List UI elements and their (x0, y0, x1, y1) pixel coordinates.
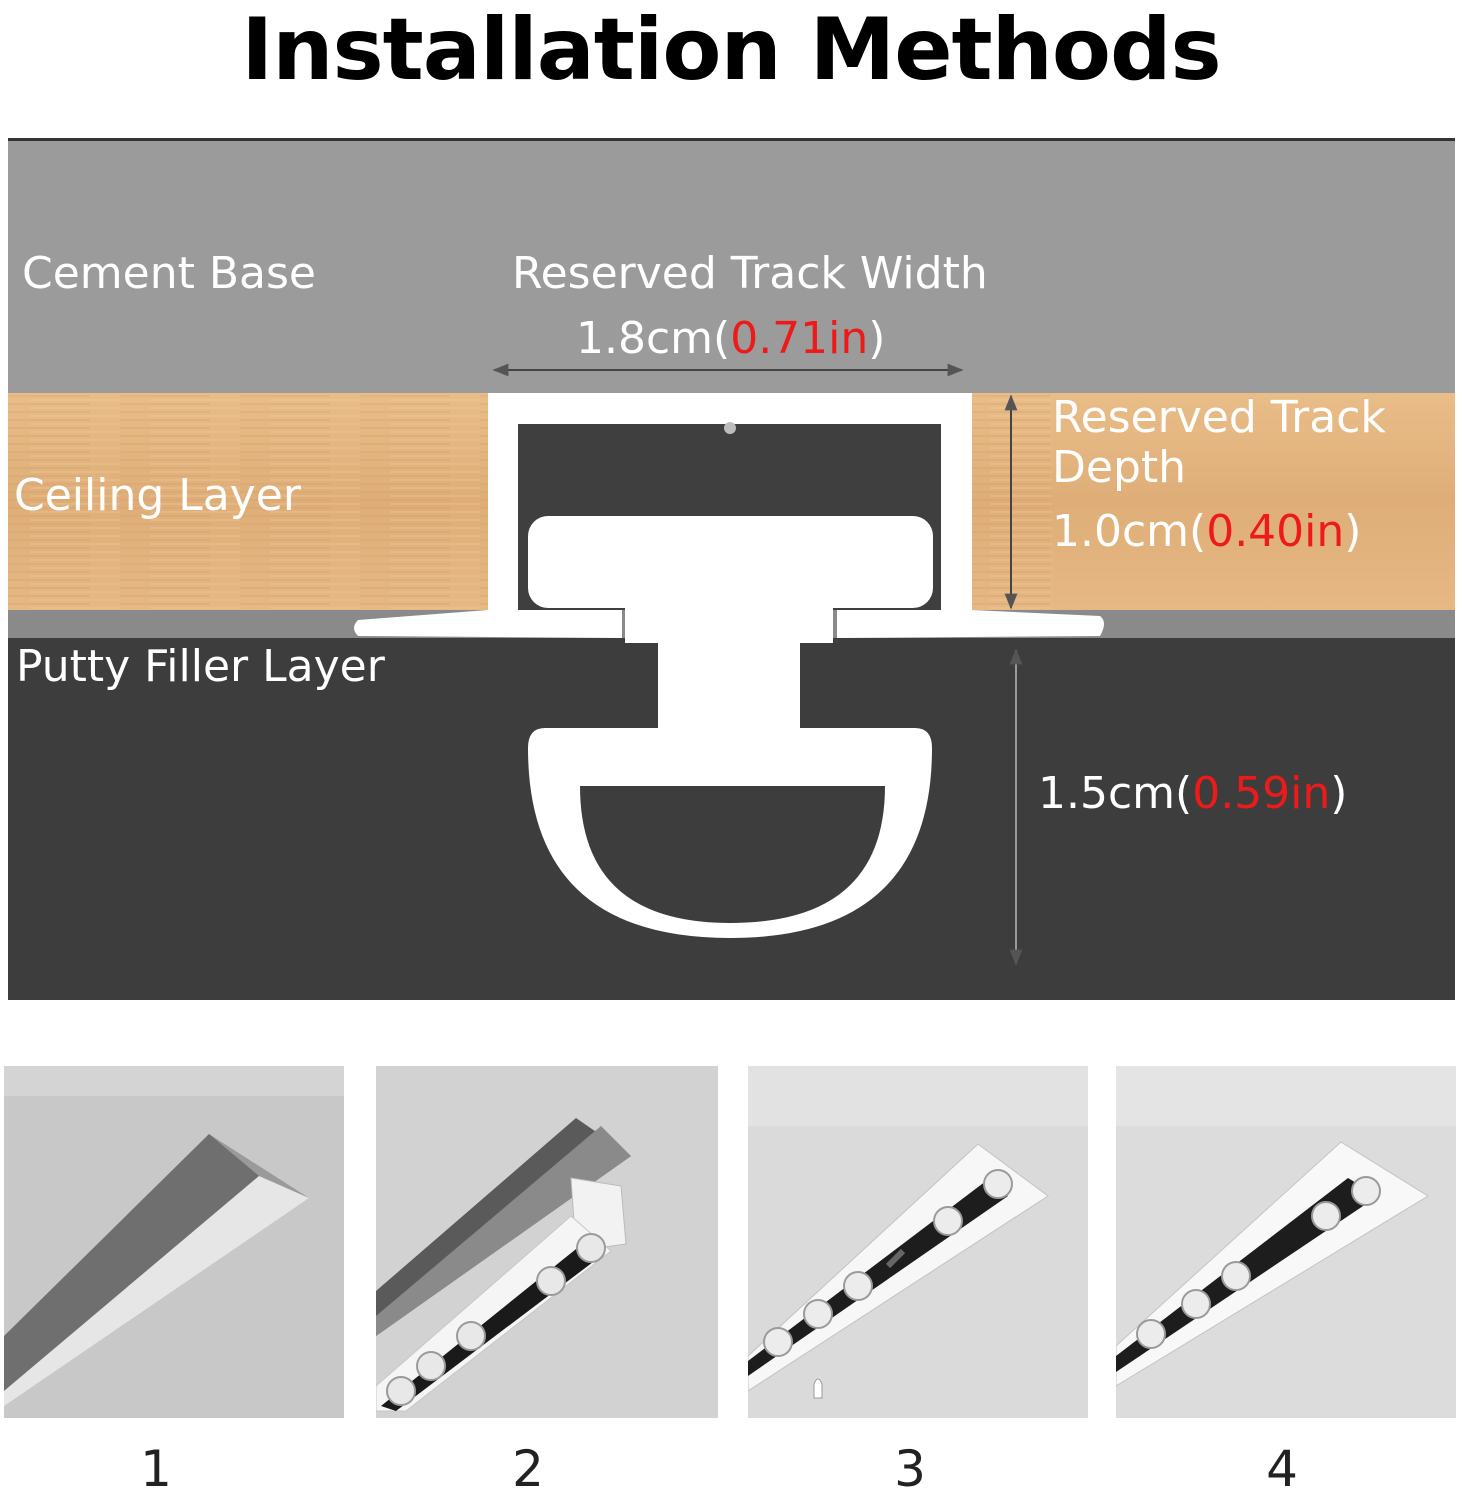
ceiling-layer-label: Ceiling Layer (14, 470, 302, 521)
step-4-finished-panel (1116, 1066, 1456, 1418)
width-value: 1.8cm(0.71in) (576, 313, 885, 364)
step-2-number: 2 (512, 1440, 544, 1498)
roller-gliders (386, 1233, 606, 1406)
depth-value-cm: 1.0cm( (1052, 506, 1206, 557)
roller-gliders (1136, 1176, 1381, 1349)
hook-value-in: 0.59in (1192, 768, 1330, 819)
page-title: Installation Methods (241, 0, 1221, 100)
hook-value: 1.5cm(0.59in) (1038, 768, 1347, 819)
hook-value-close: ) (1330, 768, 1347, 819)
cement-base-layer (8, 141, 1455, 393)
width-value-in: 0.71in (730, 313, 868, 364)
roller-gliders (763, 1169, 1013, 1357)
frame-top-line (8, 138, 1455, 141)
reserved-track-depth-label-line1: Reserved Track (1052, 392, 1386, 443)
groove-near-wall (4, 1176, 309, 1406)
ceiling-layer-right (972, 393, 1455, 610)
mounting-screw (885, 1248, 906, 1269)
hook-value-cm: 1.5cm( (1038, 768, 1192, 819)
track-runner-neck (625, 603, 833, 643)
track-runner-head (528, 516, 933, 608)
depth-value-close: ) (1344, 506, 1361, 557)
reserved-track-depth-label-line2: Depth (1052, 442, 1186, 493)
reserved-track-width-label: Reserved Track Width (512, 248, 988, 299)
installation-cross-section-diagram: Cement Base Reserved Track Width 1.8cm(0… (8, 138, 1455, 1000)
step-1-number: 1 (140, 1440, 172, 1498)
cement-base-label: Cement Base (22, 248, 316, 299)
step-3-number: 3 (894, 1440, 926, 1498)
depth-value-in: 0.40in (1206, 506, 1344, 557)
ceiling-grain-left (8, 393, 488, 610)
width-value-close: ) (868, 313, 885, 364)
step-1-groove-panel (4, 1066, 344, 1418)
track-channel-profile (354, 393, 1104, 638)
putty-filler-layer-label: Putty Filler Layer (16, 641, 386, 692)
width-value-cm: 1.8cm( (576, 313, 730, 364)
depth-value: 1.0cm(0.40in) (1052, 506, 1361, 557)
step-3-installed-panel (748, 1066, 1088, 1418)
track-hook-cavity (580, 786, 885, 923)
groove-floor (4, 1134, 259, 1391)
track-top-notch (724, 422, 736, 434)
step-2-inserting-panel (376, 1066, 718, 1418)
step-4-number: 4 (1266, 1440, 1298, 1498)
end-stopper (813, 1378, 823, 1399)
